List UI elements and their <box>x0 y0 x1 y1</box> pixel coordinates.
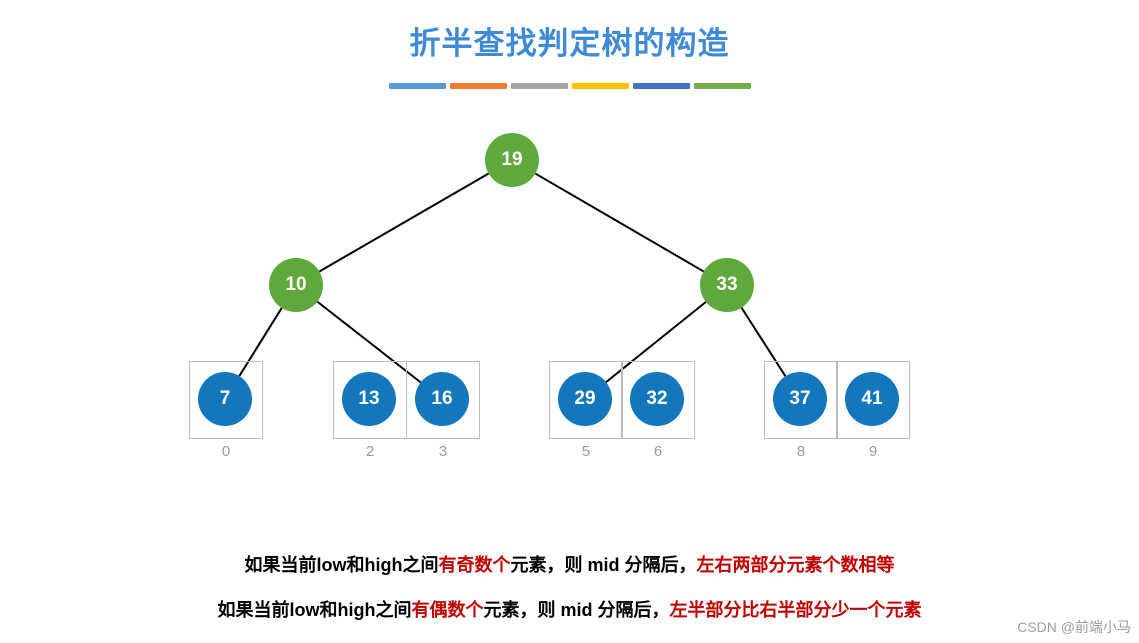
tree-node-37: 37 <box>773 372 827 426</box>
array-cell <box>836 361 910 439</box>
array-index-label: 2 <box>365 443 375 460</box>
array-cell <box>333 361 407 439</box>
caption-segment-1-4: 左右两部分元素个数相等 <box>696 555 895 575</box>
caption-segment-1-2: 有奇数个 <box>438 555 511 575</box>
caption-segment-2-2: 有偶数个 <box>411 600 484 620</box>
tree-node-32: 32 <box>630 372 684 426</box>
array-index-label: 3 <box>438 443 448 460</box>
array-cell <box>549 361 623 439</box>
array-cell <box>189 361 263 439</box>
caption-segment-1-3: 元素，则 mid 分隔后， <box>510 555 697 575</box>
tree-node-19: 19 <box>485 133 539 187</box>
caption-segment-2-3: 元素，则 mid 分隔后， <box>483 600 670 620</box>
caption-line-2: 如果当前low和high之间有偶数个元素，则 mid 分隔后，左半部分比右半部分… <box>0 596 1139 622</box>
array-index-label: 8 <box>796 443 806 460</box>
caption-segment-2-1: 如果当前low和high之间 <box>217 600 412 620</box>
tree-node-10: 10 <box>269 258 323 312</box>
rule-segment-1 <box>449 83 507 89</box>
rule-segment-4 <box>632 83 690 89</box>
tree-node-33: 33 <box>700 258 754 312</box>
tree-edge <box>740 307 787 377</box>
array-cell <box>764 361 838 439</box>
rule-segment-2 <box>510 83 568 89</box>
caption-line-1: 如果当前low和high之间有奇数个元素，则 mid 分隔后，左右两部分元素个数… <box>0 551 1139 577</box>
array-index-label: 0 <box>221 443 231 460</box>
array-index-label: 5 <box>581 443 591 460</box>
tree-edge <box>534 172 705 273</box>
array-index-label: 9 <box>868 443 878 460</box>
page-title: 折半查找判定树的构造 <box>409 26 730 61</box>
tree-node-16: 16 <box>415 372 469 426</box>
rule-segment-5 <box>693 83 751 89</box>
watermark: CSDN @前端小马 <box>1017 619 1131 635</box>
caption-segment-1-1: 如果当前low和high之间 <box>244 555 439 575</box>
array-cell <box>406 361 480 439</box>
tree-node-41: 41 <box>845 372 899 426</box>
rule-segment-0 <box>388 83 446 89</box>
tree-node-13: 13 <box>342 372 396 426</box>
tree-edge <box>238 307 283 377</box>
array-cell <box>621 361 695 439</box>
tree-edge <box>318 172 490 273</box>
tree-edge <box>316 300 422 384</box>
array-index-label: 6 <box>653 443 663 460</box>
tree-node-7: 7 <box>198 372 252 426</box>
caption-segment-2-4: 左半部分比右半部分少一个元素 <box>669 600 922 620</box>
title-underline-rule <box>0 83 1139 89</box>
tree-node-29: 29 <box>558 372 612 426</box>
rule-segment-3 <box>571 83 629 89</box>
